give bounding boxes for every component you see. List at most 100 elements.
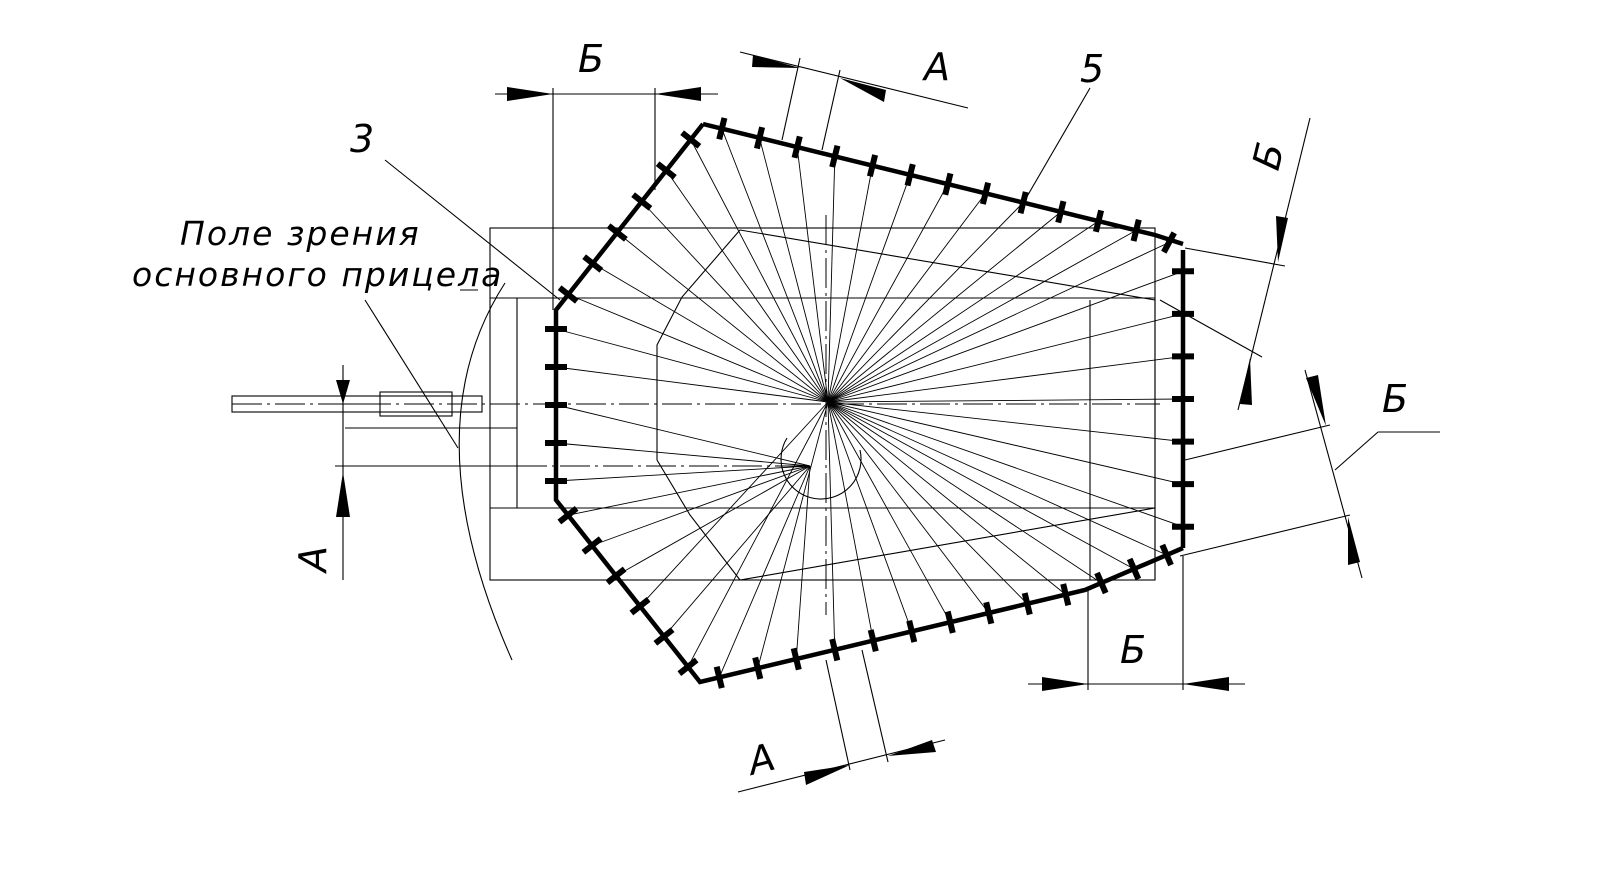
- radial-ray: [592, 263, 829, 403]
- field-of-view-label-line2: основного прицела: [132, 255, 503, 294]
- contour-tick: [1021, 592, 1033, 616]
- radial-ray: [827, 401, 1067, 595]
- radial-ray: [690, 139, 829, 403]
- radial-ray: [827, 401, 913, 632]
- radial-ray: [827, 229, 1137, 403]
- contour-tick: [942, 172, 954, 196]
- contour-ticks: [545, 117, 1194, 689]
- dimension-a-left: [335, 365, 520, 580]
- contour-tick: [557, 505, 579, 525]
- contour-tick: [752, 656, 764, 680]
- radial-ray: [827, 401, 990, 614]
- radial-ray: [827, 401, 874, 641]
- dimension-b-top: [495, 87, 718, 310]
- radial-ray: [827, 401, 1028, 605]
- contour-tick: [829, 638, 841, 662]
- radial-ray: [827, 220, 1099, 403]
- radial-ray: [665, 170, 829, 403]
- contour-tick: [606, 223, 628, 242]
- contour-tick: [944, 610, 956, 634]
- contour-tick: [677, 657, 699, 677]
- radial-ray: [796, 147, 829, 403]
- contour-tick: [1060, 583, 1072, 606]
- label-a-bottom: А: [741, 735, 780, 785]
- radial-ray: [615, 465, 811, 577]
- radial-ray: [641, 201, 829, 403]
- contour-tick: [1159, 543, 1174, 567]
- contour-tick: [1092, 209, 1105, 233]
- contour-tick: [1161, 231, 1177, 254]
- contour-tick: [906, 620, 918, 643]
- radial-rays: [555, 128, 1184, 678]
- radial-ray: [827, 270, 1184, 403]
- radial-ray: [827, 401, 951, 623]
- radial-ray: [827, 202, 1024, 403]
- dimension-a-top: [739, 51, 969, 151]
- contour-tick: [1126, 557, 1142, 581]
- radial-ray: [827, 355, 1184, 403]
- dimension-b-right: [1179, 369, 1363, 579]
- radial-ray: [827, 156, 836, 403]
- radial-ray: [555, 442, 811, 467]
- contour-tick: [680, 130, 702, 149]
- radial-ray: [827, 165, 873, 403]
- radial-ray: [687, 401, 829, 668]
- radial-ray: [639, 401, 829, 607]
- center-lines: [232, 215, 1160, 615]
- radial-ray: [567, 465, 811, 516]
- contour-tick: [791, 135, 803, 159]
- contour-tick: [1094, 571, 1109, 595]
- radial-ray: [616, 232, 829, 403]
- contour-tick: [1055, 200, 1067, 224]
- radial-ray: [827, 313, 1184, 403]
- radial-ray: [827, 401, 1102, 584]
- radial-ray: [759, 137, 829, 403]
- contour-tick: [582, 254, 604, 273]
- radial-ray: [827, 193, 986, 403]
- contour-tick: [713, 666, 725, 689]
- radial-ray: [827, 242, 1170, 403]
- dimension-a-bottom: [737, 649, 946, 793]
- radial-ray: [568, 294, 829, 403]
- armor-contour: [545, 117, 1194, 689]
- radial-ray: [555, 465, 811, 482]
- contour-tick: [557, 285, 579, 304]
- contour-tick: [753, 126, 766, 150]
- contour-tick: [866, 154, 879, 178]
- radial-ray: [827, 174, 911, 403]
- radial-ray: [827, 211, 1062, 403]
- item-5-label: 5: [1080, 47, 1104, 91]
- field-of-view-label-line1: Поле зрения: [180, 214, 421, 253]
- label-a-left: А: [291, 546, 335, 575]
- contour-tick: [581, 536, 603, 555]
- item-3-label: 3: [350, 117, 374, 161]
- radial-ray: [827, 401, 1135, 570]
- contour-tick: [979, 181, 992, 205]
- contour-tick: [629, 596, 651, 616]
- turret-body-outline: [231, 227, 1156, 661]
- radial-ray: [718, 465, 811, 678]
- radial-ray: [795, 465, 811, 660]
- contour-tick: [1130, 218, 1142, 242]
- radial-ray: [591, 465, 811, 546]
- radial-ray: [757, 401, 829, 669]
- contour-tick: [655, 161, 677, 180]
- label-b-right: Б: [1382, 377, 1408, 421]
- radial-ray: [827, 401, 1167, 556]
- contour-tick: [904, 163, 916, 187]
- radial-ray: [827, 401, 1184, 528]
- label-b-bottom: Б: [1120, 628, 1146, 672]
- contour-tick: [790, 647, 802, 671]
- radial-ray: [827, 401, 836, 650]
- contour-tick: [653, 627, 675, 646]
- contour-tick: [605, 566, 627, 586]
- dimension-b-bottom: [1028, 556, 1245, 691]
- radial-ray: [721, 128, 829, 403]
- contour-tick: [867, 629, 879, 652]
- radial-ray: [663, 465, 811, 637]
- radial-ray: [555, 404, 811, 467]
- contour-tick: [1017, 191, 1029, 215]
- leader-lines: [364, 87, 1440, 471]
- contour-tick: [829, 144, 841, 168]
